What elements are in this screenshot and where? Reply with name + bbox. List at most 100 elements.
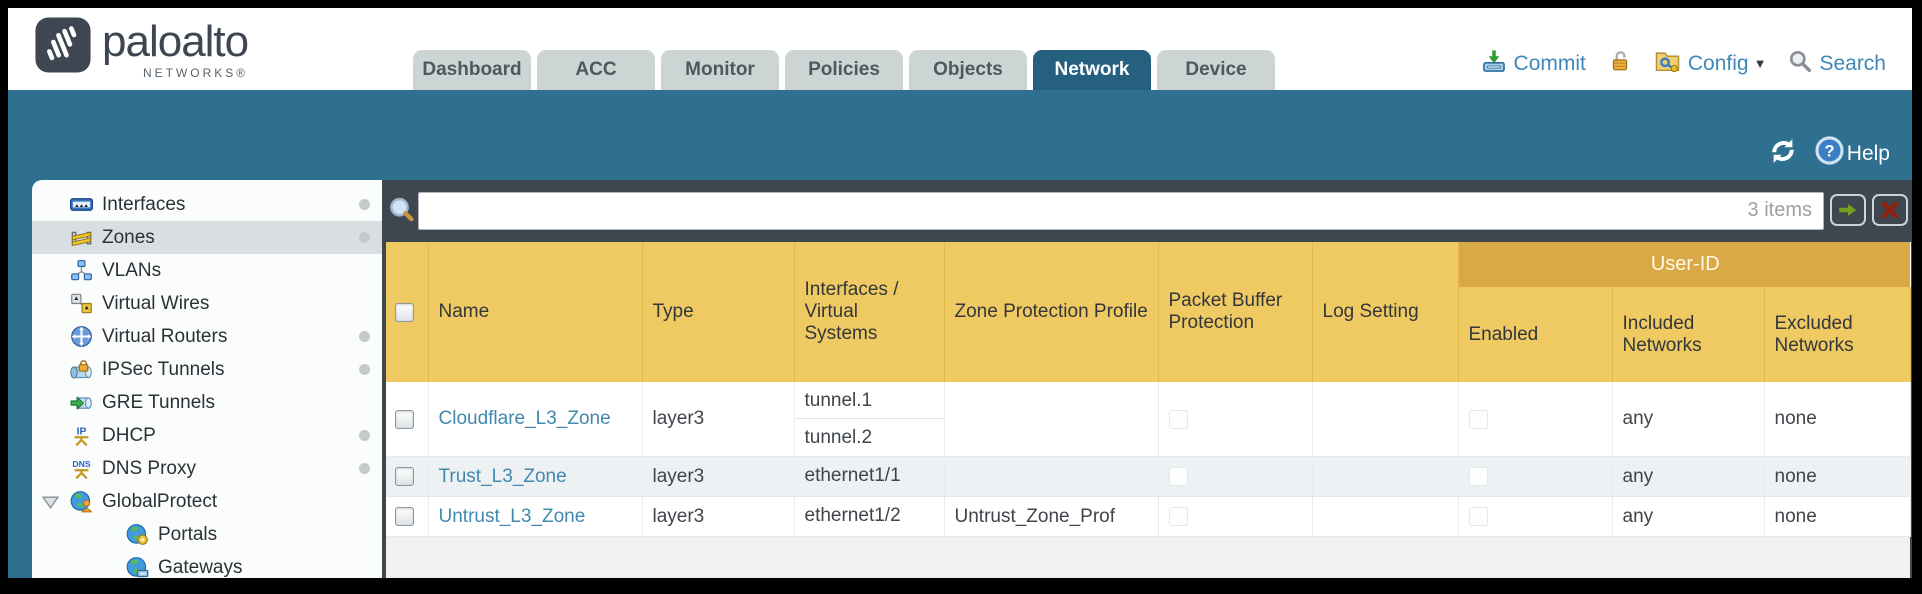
- chevron-down-icon[interactable]: ▼: [1753, 56, 1767, 71]
- svg-text:?: ?: [1824, 141, 1834, 160]
- apply-filter-button[interactable]: [1830, 194, 1866, 226]
- select-all-checkbox[interactable]: [395, 302, 414, 322]
- brand-wordmark: paloalto: [102, 17, 249, 66]
- zone-name-link[interactable]: Cloudflare_L3_Zone: [438, 408, 611, 429]
- sidebar-item-label: GlobalProtect: [102, 490, 218, 512]
- sidebar-item-label: DHCP: [102, 424, 156, 446]
- tab-acc[interactable]: ACC: [537, 50, 655, 90]
- refresh-icon[interactable]: [1768, 136, 1798, 172]
- lock-icon[interactable]: [1608, 49, 1632, 79]
- sidebar-item-label: IPSec Tunnels: [102, 358, 225, 380]
- col-header-type[interactable]: Type: [642, 242, 795, 382]
- help-button[interactable]: ? Help: [1814, 135, 1890, 172]
- packet-buffer-checkbox[interactable]: [1168, 409, 1188, 429]
- virtual-routers-icon: [68, 325, 94, 348]
- sidebar-item-dhcp[interactable]: IP DHCP: [32, 419, 382, 452]
- search-icon: [1788, 49, 1812, 79]
- col-header-name[interactable]: Name: [428, 242, 643, 382]
- row-checkbox[interactable]: [395, 507, 414, 526]
- row-checkbox[interactable]: [395, 409, 414, 429]
- sidebar-item-label: Virtual Routers: [102, 325, 228, 347]
- paloalto-logo: paloalto NETWORKS®: [34, 16, 249, 80]
- sidebar-item-label: Portals: [158, 523, 218, 545]
- help-icon: ?: [1814, 135, 1845, 172]
- portals-icon: [124, 523, 150, 546]
- col-header-interfaces-virtual-systems[interactable]: Interfaces / Virtual Systems: [794, 242, 945, 382]
- items-count: 3 items: [1747, 199, 1812, 221]
- commit-button[interactable]: Commit: [1513, 51, 1586, 75]
- sidebar-item-interfaces[interactable]: Interfaces: [32, 188, 382, 221]
- status-dot: [359, 463, 370, 474]
- user-id-enabled-checkbox[interactable]: [1468, 507, 1488, 526]
- sidebar-item-globalprotect[interactable]: GlobalProtect: [32, 485, 382, 518]
- expander-icon[interactable]: [41, 494, 60, 516]
- col-header-zone-protection-profile[interactable]: Zone Protection Profile: [944, 242, 1159, 382]
- sidebar-item-label: Zones: [102, 226, 155, 248]
- search-button[interactable]: Search: [1819, 51, 1886, 75]
- status-dot: [359, 430, 370, 441]
- row-checkbox[interactable]: [395, 467, 414, 486]
- tab-network[interactable]: Network: [1033, 50, 1151, 90]
- sidebar-item-vlans[interactable]: VLANs: [32, 254, 382, 287]
- tab-objects[interactable]: Objects: [909, 50, 1027, 90]
- sidebar-item-label: Virtual Wires: [102, 292, 210, 314]
- interface-cell: ethernet1/1: [804, 465, 901, 486]
- select-all-header: [386, 242, 429, 382]
- zone-type: layer3: [652, 505, 705, 527]
- zone-name-link[interactable]: Untrust_L3_Zone: [438, 505, 586, 527]
- zone-protection-profile: Untrust_Zone_Prof: [954, 505, 1116, 527]
- tab-device[interactable]: Device: [1157, 50, 1275, 90]
- table-empty-space: [386, 537, 1910, 578]
- col-header-excluded-networks[interactable]: Excluded Networks: [1764, 287, 1911, 382]
- sidebar-item-gre-tunnels[interactable]: GRE Tunnels: [32, 386, 382, 419]
- filter-search-icon: [387, 196, 417, 231]
- brand-sub: NETWORKS®: [142, 66, 249, 80]
- packet-buffer-checkbox[interactable]: [1168, 507, 1188, 526]
- sidebar-item-label: GRE Tunnels: [102, 391, 215, 413]
- sidebar-item-ipsec-tunnels[interactable]: IPSec Tunnels: [32, 353, 382, 386]
- sidebar-item-virtual-routers[interactable]: Virtual Routers: [32, 320, 382, 353]
- user-id-enabled-checkbox[interactable]: [1468, 409, 1488, 429]
- col-header-log-setting[interactable]: Log Setting: [1312, 242, 1459, 382]
- status-dot: [359, 364, 370, 375]
- user-id-enabled-checkbox[interactable]: [1468, 467, 1488, 486]
- filter-input[interactable]: [418, 192, 1824, 230]
- included-networks: any: [1622, 505, 1654, 527]
- col-header-packet-buffer-protection[interactable]: Packet Buffer Protection: [1158, 242, 1313, 382]
- tab-policies[interactable]: Policies: [785, 50, 903, 90]
- vlans-icon: [68, 259, 94, 282]
- excluded-networks: none: [1774, 505, 1817, 527]
- zones-icon: [68, 226, 94, 249]
- clear-filter-button[interactable]: [1872, 194, 1908, 226]
- tab-dashboard[interactable]: Dashboard: [413, 50, 531, 90]
- config-button[interactable]: Config: [1687, 51, 1749, 75]
- sidebar-item-zones[interactable]: Zones: [32, 221, 382, 254]
- zone-type: layer3: [652, 408, 705, 429]
- interface-cell: ethernet1/2: [804, 505, 901, 526]
- col-header-enabled[interactable]: Enabled: [1458, 287, 1613, 382]
- sidebar-item-label: Gateways: [158, 556, 243, 578]
- zone-name-link[interactable]: Trust_L3_Zone: [438, 465, 567, 487]
- sidebar-item-virtual-wires[interactable]: Virtual Wires: [32, 287, 382, 320]
- filter-bar: 3 items: [382, 180, 1912, 242]
- svg-text:DNS: DNS: [72, 459, 90, 469]
- col-header-included-networks[interactable]: Included Networks: [1612, 287, 1765, 382]
- svg-text:IP: IP: [76, 426, 86, 437]
- commit-icon: [1481, 48, 1507, 80]
- ipsec-tunnels-icon: [68, 358, 94, 381]
- sidebar-item-gateways[interactable]: Gateways: [32, 551, 382, 578]
- sidebar-item-portals[interactable]: Portals: [32, 518, 382, 551]
- globalprotect-icon: [68, 490, 94, 513]
- paloalto-logo-icon: [34, 16, 92, 79]
- dhcp-icon: IP: [68, 424, 94, 447]
- packet-buffer-checkbox[interactable]: [1168, 467, 1188, 486]
- tab-monitor[interactable]: Monitor: [661, 50, 779, 90]
